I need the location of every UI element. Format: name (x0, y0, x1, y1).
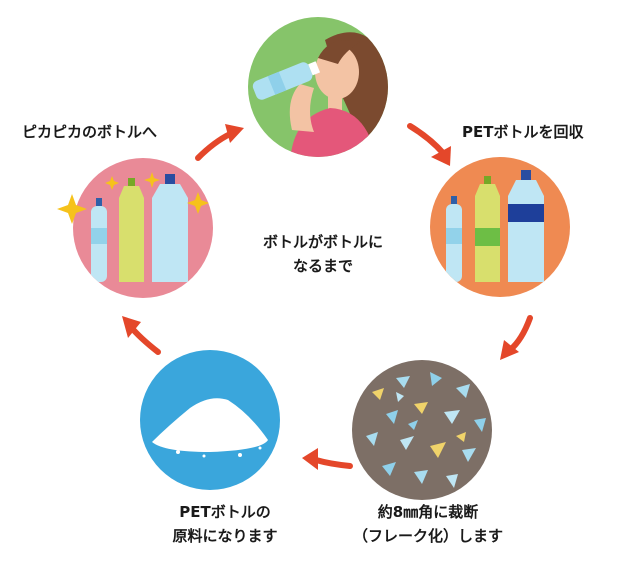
cycle-arrows (122, 123, 533, 470)
new-bottles-illustration (91, 174, 188, 282)
pet-flakes-illustration (366, 372, 486, 488)
label-collect: PETボトルを回収 (462, 123, 584, 141)
woman-drinking-illustration (252, 32, 388, 157)
sparkle-icons (57, 172, 209, 224)
arrow-drink-to-collect (407, 123, 451, 166)
collected-bottles-illustration (446, 170, 544, 282)
arrow-new-to-drink (195, 124, 244, 161)
step-drink-circle (248, 17, 388, 157)
label-material: PETボトルの 原料になります (172, 503, 278, 545)
sparkle-icon (105, 176, 119, 190)
step-collect-circle (430, 157, 570, 297)
center-caption: ボトルがボトルに なるまで (262, 233, 383, 275)
sparkle-icon (144, 172, 160, 188)
arrow-flake-to-material (302, 448, 353, 470)
arrow-collect-to-flake (500, 315, 533, 360)
arrow-material-to-new (122, 316, 161, 355)
step-new-bottle-circle (57, 158, 213, 298)
sparkle-icon (57, 194, 87, 224)
sparkle-icon (187, 192, 209, 214)
step-material-circle (140, 350, 280, 490)
label-new-bottle: ピカピカのボトルへ (22, 123, 158, 141)
pet-raw-material-illustration (152, 398, 268, 458)
step-flake-circle (352, 360, 492, 500)
label-flake: 約8㎜角に裁断 （フレーク化）します (352, 503, 503, 545)
